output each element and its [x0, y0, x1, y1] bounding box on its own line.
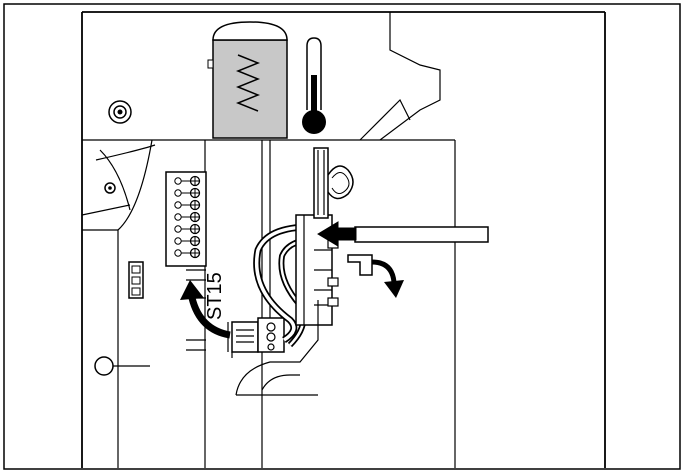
terminal-hole [174, 213, 182, 221]
left-fittings [81, 100, 150, 376]
terminal-hole [174, 177, 182, 185]
tank-body [212, 39, 288, 139]
tank-top [212, 21, 288, 41]
thermometer-icon [302, 37, 326, 134]
terminal-hole [174, 201, 182, 209]
storage-tank [207, 21, 288, 139]
insert-arrow-curved [180, 280, 231, 339]
connector-label-st15: ST15 [204, 272, 226, 320]
plug-connector [227, 317, 285, 358]
heating-coil [235, 54, 261, 112]
terminal-hole [174, 225, 182, 233]
sensor-lead [317, 221, 489, 247]
retaining-clip [347, 254, 404, 298]
terminal-hole [174, 249, 182, 257]
terminal-hole [174, 189, 182, 197]
terminal-hole [174, 237, 182, 245]
